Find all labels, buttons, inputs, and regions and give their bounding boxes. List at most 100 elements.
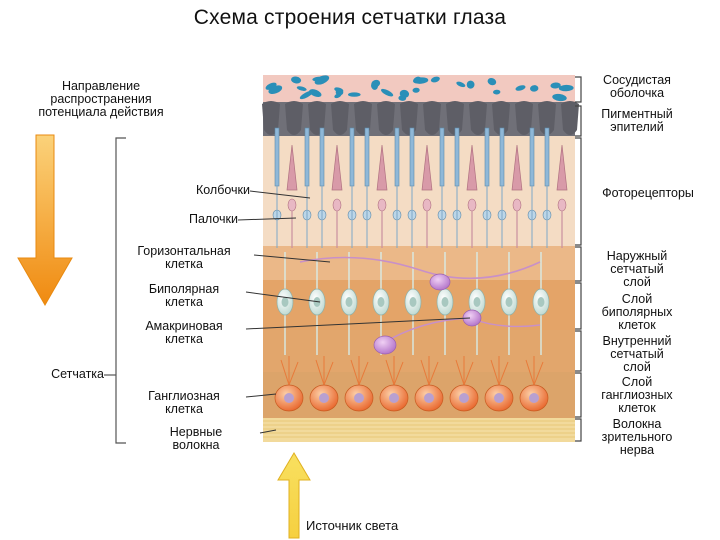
- ganglion-dendrite: [525, 356, 544, 386]
- blood-vessel: [466, 80, 475, 89]
- ganglion-nucleus: [494, 393, 504, 403]
- pigment-cell: [561, 101, 579, 135]
- cone-cell: [376, 144, 388, 191]
- blood-vessel: [312, 76, 325, 82]
- optic-fiber-layer: [263, 418, 575, 442]
- rods-label: Палочки: [110, 213, 238, 226]
- pigment-label: Пигментный эпителий: [582, 108, 692, 134]
- layer-bracket: [575, 330, 582, 372]
- ganglion-dendrite: [455, 356, 474, 386]
- nerve-fibers-label: Нервные волокна: [132, 426, 260, 452]
- bipolar-nucleus: [345, 297, 353, 307]
- pigment-label-line: эпителий: [610, 120, 664, 134]
- amacrine-cell-label-line: клетка: [165, 332, 203, 346]
- blood-vessel: [530, 85, 539, 92]
- rod-cell: [394, 127, 400, 187]
- bipolar-cells: [276, 252, 550, 355]
- light-source-label: Источник света: [306, 518, 399, 533]
- cone-cell: [421, 144, 433, 191]
- layer-bracket: [575, 418, 582, 442]
- leader-lines: [237, 190, 471, 434]
- ganglion-layer-label-line: клеток: [618, 401, 656, 415]
- blood-vessel: [268, 85, 283, 95]
- rods-label-line: Палочки: [188, 212, 238, 226]
- ganglion-cell-label-line: Ганглиозная: [148, 389, 220, 403]
- rod-cell: [439, 127, 445, 187]
- photoreceptor-layer: [263, 136, 575, 246]
- blood-vessel: [265, 82, 277, 90]
- blood-vessel: [291, 76, 302, 84]
- nerve-fibers-label-line: Нервные: [169, 425, 223, 439]
- rod-cell: [349, 127, 355, 187]
- outer-plexiform-label: Наружный сетчатый слой: [582, 250, 692, 289]
- pigment-cell: [423, 101, 441, 135]
- blood-vessel: [515, 85, 526, 91]
- leader-line: [253, 254, 331, 263]
- blood-vessel: [413, 76, 422, 84]
- choroid-label-line: оболочка: [609, 86, 665, 100]
- inner-plexiform-label-line: сетчатый: [610, 347, 664, 361]
- pigment-cell: [285, 101, 303, 135]
- cone-nucleus: [377, 198, 387, 212]
- pigment-cell: [538, 101, 556, 135]
- outer-plexiform-layer: [263, 246, 575, 280]
- layer-bracket: [575, 282, 582, 330]
- cone-cell: [511, 144, 523, 191]
- ganglion-dendrite: [350, 356, 369, 386]
- ganglion-dendrite: [490, 356, 509, 386]
- rod-cell: [319, 127, 325, 187]
- rod-cell: [529, 127, 535, 187]
- cone-nucleus: [467, 198, 477, 212]
- inner-plexiform-label-line: слой: [623, 360, 651, 374]
- horizontal-cell-label-line: Горизонтальная: [137, 244, 231, 258]
- layer-bracket: [575, 76, 582, 103]
- amacrine-cell: [373, 335, 397, 355]
- layer-bracket: [575, 137, 582, 246]
- ganglion-nucleus: [354, 393, 364, 403]
- rod-cell: [484, 127, 490, 187]
- pigment-cell: [469, 101, 487, 135]
- horizontal-process: [299, 256, 541, 280]
- outer-plexiform-label-line: сетчатый: [610, 262, 664, 276]
- blood-vessel: [296, 86, 307, 91]
- blood-vessel: [334, 93, 342, 99]
- ganglion-cells: [274, 356, 549, 412]
- inner-plexiform-label-line: Внутренний: [602, 334, 672, 348]
- optic-fibers-label-line: зрительного: [601, 430, 673, 444]
- rod-cell: [409, 127, 415, 187]
- rod-cell: [454, 127, 460, 187]
- pigment-cell: [515, 101, 533, 135]
- pigment-cell: [308, 101, 326, 135]
- optic-fibers-label-line: Волокна: [612, 417, 662, 431]
- blood-vessel: [487, 77, 497, 86]
- ganglion-dendrite: [385, 356, 404, 386]
- horizontal-cell-label: Горизонтальная клетка: [116, 245, 252, 271]
- pigment-label-line: Пигментный: [601, 107, 673, 121]
- horizontal-cell: [429, 273, 451, 291]
- direction-label-line: распространения: [50, 92, 152, 106]
- pigment-cell: [400, 101, 418, 135]
- cone-nucleus: [512, 198, 522, 212]
- ganglion-cell-label-line: клетка: [165, 402, 203, 416]
- rod-cell: [499, 127, 505, 187]
- direction-label-line: потенциала действия: [38, 105, 164, 119]
- bipolar-nucleus: [377, 297, 385, 307]
- cone-nucleus: [422, 198, 432, 212]
- bipolar-nucleus: [281, 297, 289, 307]
- bipolar-cell-label-line: Биполярная: [148, 282, 220, 296]
- leader-line: [245, 291, 321, 303]
- blood-vessel: [552, 93, 567, 102]
- blood-vessel: [550, 82, 561, 89]
- bipolar-nucleus: [409, 297, 417, 307]
- bipolar-layer-label-line: Слой: [621, 292, 653, 306]
- leader-line: [249, 190, 311, 199]
- ganglion-layer-label: Слой ганглиозных клеток: [582, 376, 692, 415]
- photoreceptors-label-line: Фоторецепторы: [602, 186, 694, 200]
- blood-vessel: [430, 76, 440, 83]
- bipolar-layer-label-line: клеток: [618, 318, 656, 332]
- cone-cell: [286, 144, 298, 191]
- ganglion-dendrite: [315, 356, 334, 386]
- leader-line: [245, 393, 277, 398]
- leader-line: [259, 429, 277, 434]
- light-source-arrow: [277, 452, 311, 539]
